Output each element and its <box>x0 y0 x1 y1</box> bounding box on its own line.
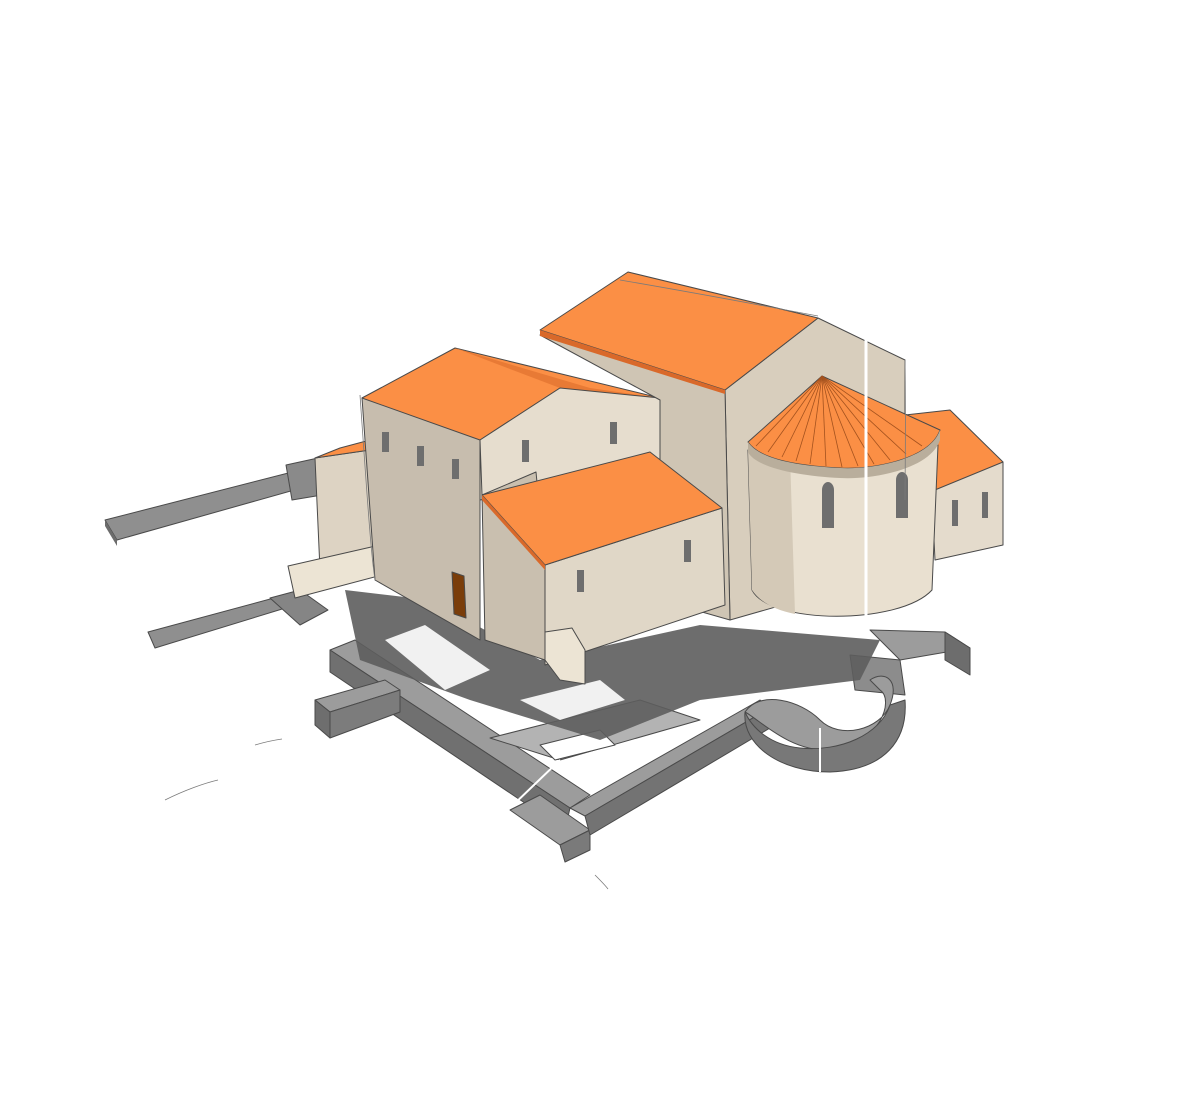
apse-roof <box>747 375 941 469</box>
arched-window <box>822 482 834 528</box>
ruin-block <box>544 627 586 685</box>
window <box>610 422 617 444</box>
foundation-walls <box>104 457 971 863</box>
foundation-wall-north <box>104 469 313 541</box>
south-wing <box>481 451 726 685</box>
window <box>577 570 584 592</box>
window <box>952 500 958 526</box>
window <box>684 540 691 562</box>
window <box>522 440 529 462</box>
sketch-strokes <box>164 279 906 890</box>
door <box>451 571 467 619</box>
foundation-wall-south <box>147 594 293 649</box>
left-annex <box>287 439 383 599</box>
window <box>982 492 988 518</box>
window <box>452 459 459 479</box>
arched-window <box>896 472 908 518</box>
window <box>382 432 389 452</box>
west-building <box>361 347 661 641</box>
window <box>417 446 424 466</box>
